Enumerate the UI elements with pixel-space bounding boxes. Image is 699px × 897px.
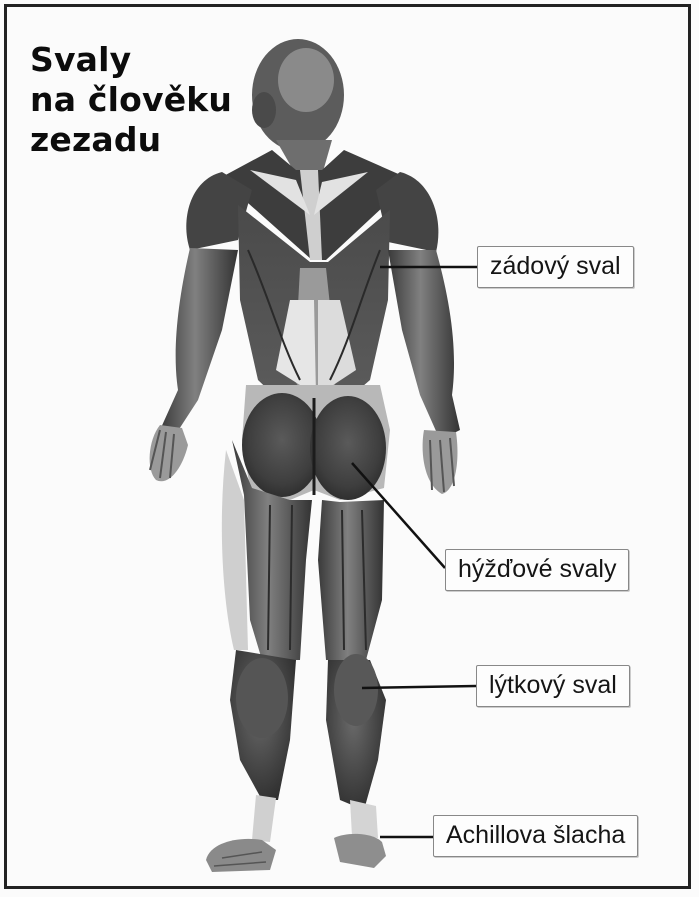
achilles-tendons-and-feet <box>206 795 386 872</box>
calf-muscles <box>230 650 386 810</box>
label-achilles-tendon: Achillova šlacha <box>433 815 638 857</box>
label-back-muscle: zádový sval <box>477 246 634 288</box>
label-calf-muscle: lýtkový sval <box>476 665 630 707</box>
right-arm <box>388 250 460 494</box>
left-arm <box>150 248 238 481</box>
gluteal-muscles <box>242 385 390 500</box>
label-gluteal-muscles: hýžďové svaly <box>445 549 629 591</box>
